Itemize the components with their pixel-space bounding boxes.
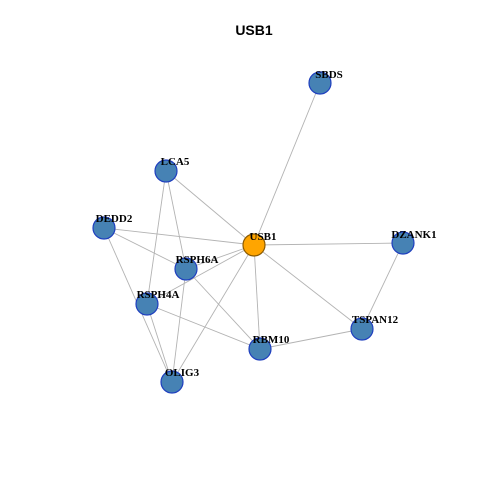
- edge-rsph4a-rbm10: [146, 303, 261, 350]
- node-label-rsph4a: RSPH4A: [137, 289, 180, 301]
- node-label-sbds: SBDS: [315, 69, 343, 81]
- edge-usb1-tspan12: [253, 244, 363, 330]
- edge-usb1-lca5: [165, 170, 255, 246]
- node-sbds: [308, 71, 332, 95]
- node-label-rsph6a: RSPH6A: [176, 254, 219, 266]
- node-dzank1: [391, 231, 415, 255]
- node-label-lca5: LCA5: [161, 156, 190, 168]
- edge-tspan12-rbm10: [259, 328, 363, 350]
- edge-usb1-dzank1: [253, 242, 404, 246]
- node-layer: [92, 71, 415, 394]
- edge-rsph6a-olig3: [171, 268, 187, 383]
- edge-lca5-rsph4a: [146, 170, 167, 305]
- edge-usb1-olig3: [171, 244, 255, 383]
- edge-rsph6a-rbm10: [185, 268, 261, 350]
- node-olig3: [160, 370, 184, 394]
- node-label-tspan12: TSPAN12: [352, 314, 399, 326]
- node-dedd2: [92, 216, 116, 240]
- edge-lca5-rsph6a: [165, 170, 187, 270]
- edge-usb1-rsph4a: [146, 244, 255, 305]
- node-label-rbm10: RBM10: [253, 334, 290, 346]
- edge-dzank1-tspan12: [361, 242, 404, 330]
- edge-usb1-rbm10: [253, 244, 261, 350]
- node-label-dzank1: DZANK1: [391, 229, 436, 241]
- graph-title: USB1: [235, 22, 273, 38]
- edge-usb1-sbds: [253, 82, 321, 246]
- node-lca5: [154, 159, 178, 183]
- node-rsph6a: [174, 257, 198, 281]
- node-label-usb1: USB1: [250, 231, 277, 243]
- edge-dedd2-rsph6a: [103, 227, 187, 270]
- edge-rsph4a-olig3: [146, 303, 173, 383]
- node-label-olig3: OLIG3: [165, 367, 200, 379]
- node-rbm10: [248, 337, 272, 361]
- node-rsph4a: [135, 292, 159, 316]
- node-tspan12: [350, 317, 374, 341]
- node-usb1: [242, 233, 266, 257]
- node-label-dedd2: DEDD2: [96, 213, 133, 225]
- edge-usb1-rsph6a: [185, 244, 255, 270]
